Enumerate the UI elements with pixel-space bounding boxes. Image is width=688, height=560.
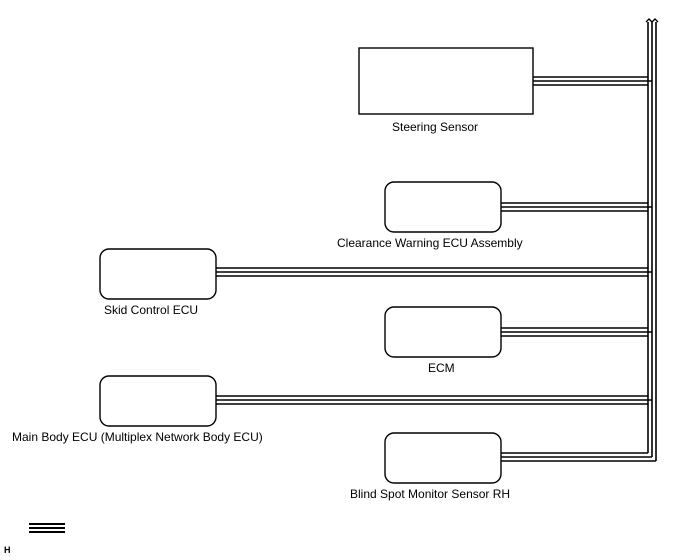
clearance-warning-ecu-connection — [501, 202, 652, 212]
ecm-label: ECM — [428, 361, 455, 375]
blind-spot-monitor-connection — [501, 452, 656, 462]
bus-line-legend-symbol — [29, 522, 65, 534]
ecm-box — [384, 306, 502, 358]
steering-sensor-label: Steering Sensor — [392, 120, 479, 134]
skid-control-ecu-box — [99, 248, 217, 300]
clearance-warning-ecu-box — [384, 181, 502, 233]
steering-sensor-box — [358, 47, 534, 115]
trunk-top-end — [645, 18, 659, 23]
main-body-ecu-connection — [216, 395, 652, 405]
main-body-ecu-box — [99, 375, 217, 427]
blind-spot-monitor-label: Blind Spot Monitor Sensor RH — [350, 487, 511, 501]
skid-control-ecu-connection — [216, 267, 652, 277]
skid-control-ecu-label: Skid Control ECU — [104, 303, 199, 317]
blind-spot-monitor-box — [384, 432, 502, 484]
ecm-connection — [501, 327, 652, 337]
figure-code: H — [4, 545, 11, 555]
clearance-warning-ecu-label: Clearance Warning ECU Assembly — [337, 236, 523, 250]
steering-sensor-connection — [533, 76, 652, 86]
bus-trunk — [647, 22, 657, 461]
main-body-ecu-label: Main Body ECU (Multiplex Network Body EC… — [12, 430, 263, 444]
